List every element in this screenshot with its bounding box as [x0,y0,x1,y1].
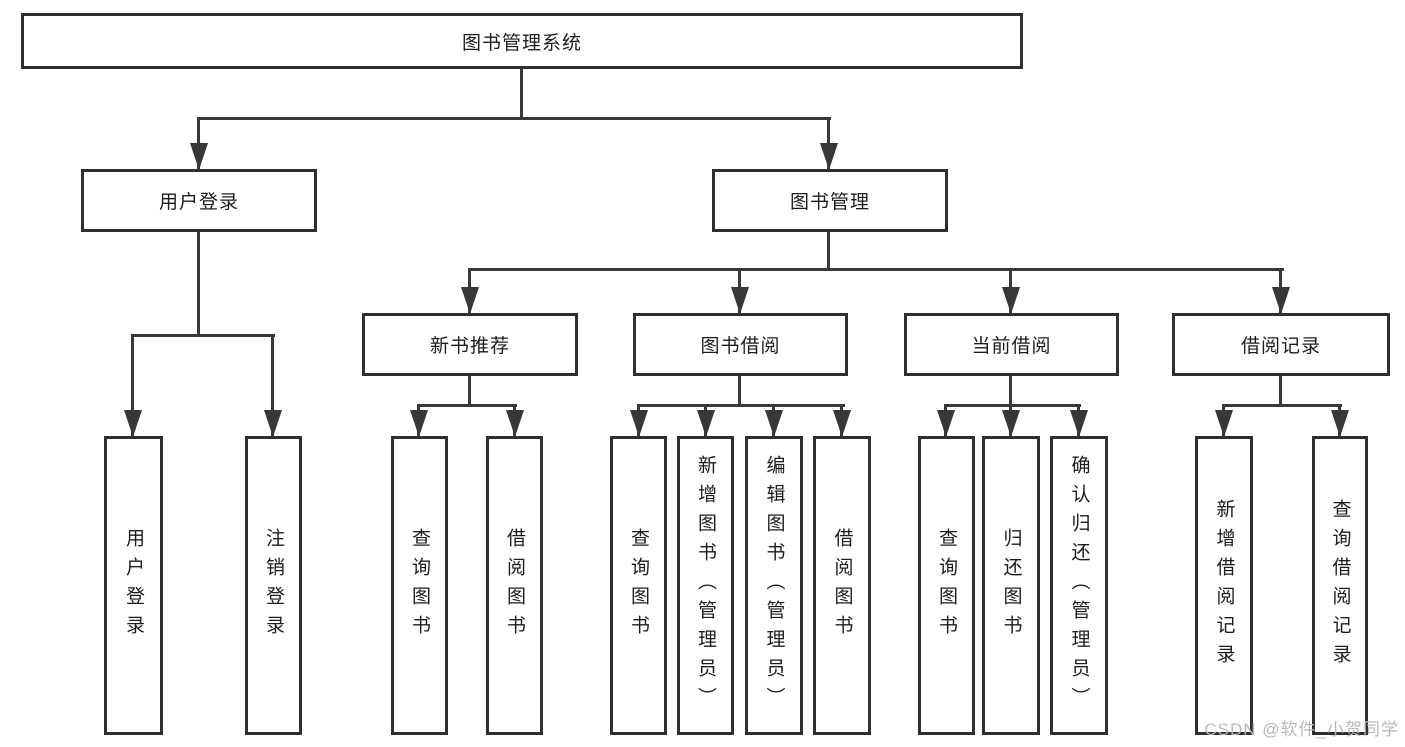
connector-line [417,404,517,407]
connector-line [271,334,274,436]
leaf-return-book: 归还图书 [982,436,1040,735]
arrow-down-icon [833,410,851,437]
arrow-down-icon [937,410,955,437]
node-book-management: 图书管理 [712,169,948,232]
connector-line [197,232,200,336]
arrow-down-icon [820,143,838,170]
leaf-add-book-admin: 新增图书（管理员） [677,436,734,735]
node-borrow-records: 借阅记录 [1172,313,1390,376]
leaf-edit-book-admin: 编辑图书（管理员） [745,436,803,735]
arrow-down-icon [630,410,648,437]
connector-line [131,334,275,337]
arrow-down-icon [506,410,524,437]
arrow-down-icon [264,410,282,437]
arrow-down-icon [697,410,715,437]
csdn-watermark: CSDN @软件_小贺同学 [1204,720,1399,739]
connector-line [827,232,830,271]
leaf-add-borrow-record: 新增借阅记录 [1195,436,1253,735]
connector-line [1222,404,1342,407]
arrow-down-icon [1331,410,1349,437]
connector-line [197,117,831,120]
leaf-borrow-book-1: 借阅图书 [486,436,543,735]
connector-line [468,268,1284,271]
arrow-down-icon [1002,410,1020,437]
node-user-login: 用户登录 [81,169,317,232]
leaf-confirm-return-admin: 确认归还（管理员） [1050,436,1108,735]
leaf-borrow-book-2: 借阅图书 [813,436,871,735]
node-current-borrow: 当前借阅 [904,313,1119,376]
connector-line [520,67,523,118]
arrow-down-icon [1002,287,1020,314]
arrow-down-icon [461,287,479,314]
leaf-query-borrow-record: 查询借阅记录 [1312,436,1368,735]
node-root: 图书管理系统 [21,13,1023,69]
arrow-down-icon [124,410,142,437]
arrow-down-icon [1272,287,1290,314]
leaf-logout: 注销登录 [245,436,302,735]
connector-line [1279,375,1282,406]
node-book-borrow: 图书借阅 [633,313,848,376]
arrow-down-icon [1070,410,1088,437]
arrow-down-icon [410,410,428,437]
connector-line [738,375,741,406]
node-new-book-recommend: 新书推荐 [362,313,578,376]
arrow-down-icon [731,287,749,314]
connector-line [944,404,1081,407]
connector-line [1009,376,1012,406]
connector-line [131,334,134,436]
arrow-down-icon [1215,410,1233,437]
connector-line [637,404,845,407]
leaf-user-login: 用户登录 [104,436,163,735]
arrow-down-icon [765,410,783,437]
connector-line [468,376,471,406]
leaf-query-book-3: 查询图书 [918,436,975,735]
leaf-query-book-1: 查询图书 [391,436,448,735]
leaf-query-book-2: 查询图书 [610,436,667,735]
arrow-down-icon [190,143,208,170]
